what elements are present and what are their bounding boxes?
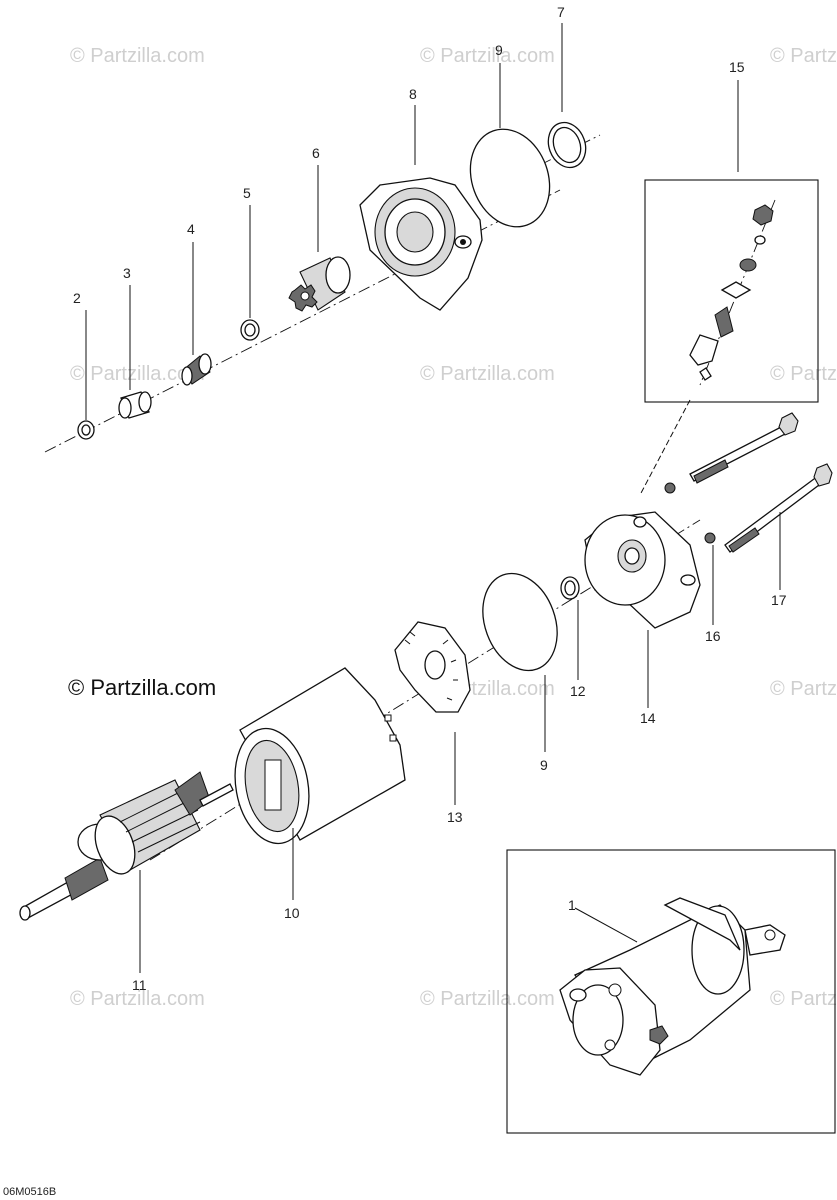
watermark-main: © Partzilla.com [68, 675, 216, 700]
part-15-detail-box [639, 179, 819, 496]
part-13-brush-plate [394, 621, 471, 713]
callout-17: 17 [771, 592, 787, 608]
watermark: © Partzilla.com [70, 45, 205, 67]
upper-assembly [44, 121, 601, 453]
callout-10: 10 [284, 905, 300, 921]
callout-14: 14 [640, 710, 656, 726]
drawing-code: 06M0516B [3, 1186, 56, 1198]
callout-13: 13 [447, 809, 463, 825]
part-8-drive-end-housing [359, 177, 483, 311]
watermark: © Partzilla.com [770, 363, 837, 385]
callout-6: 6 [312, 145, 320, 161]
callout-12: 12 [570, 683, 586, 699]
watermark: © Partzilla.com [770, 988, 837, 1010]
callout-16: 16 [705, 628, 721, 644]
watermark: © Partzilla.com [420, 45, 555, 67]
callout-9: 9 [495, 42, 503, 58]
watermark: © Partzilla.com [70, 988, 205, 1010]
part-10-yoke [234, 667, 406, 845]
part-2-washer [77, 420, 95, 440]
callout-5: 5 [243, 185, 251, 201]
part-12-washer [560, 576, 580, 600]
part-4-spring [181, 353, 212, 386]
part-5-snap-ring [240, 319, 260, 341]
part-9-o-ring [469, 128, 551, 228]
part-9-o-ring [482, 572, 558, 672]
middle-assembly [19, 412, 833, 921]
callout-3: 3 [123, 265, 131, 281]
callout-labels: 1 2 3 4 5 6 7 8 9 9 10 11 12 13 14 15 16… [73, 4, 787, 993]
callout-2: 2 [73, 290, 81, 306]
part-6-pinion-gear [288, 256, 351, 312]
part-17-through-bolt [689, 412, 833, 553]
part-11-armature [19, 771, 234, 921]
part-1-detail-box [506, 849, 836, 1134]
watermark: © Partzilla.com [420, 988, 555, 1010]
watermark: © Partzilla.com [770, 45, 837, 67]
part-3-bushing [118, 391, 152, 419]
part-7-seal [547, 121, 587, 169]
part-14-end-cover [584, 511, 701, 629]
callout-9: 9 [540, 757, 548, 773]
watermark: © Partzilla.com [420, 363, 555, 385]
callout-11: 11 [132, 977, 147, 993]
leader-lines [85, 23, 781, 973]
callout-4: 4 [187, 221, 195, 237]
part-16-lock-washer [664, 482, 716, 544]
callout-8: 8 [409, 86, 417, 102]
watermark: © Partzilla.com [770, 678, 837, 700]
callout-1: 1 [568, 897, 576, 913]
callout-15: 15 [729, 59, 745, 75]
watermark: © Partzilla.com [70, 363, 205, 385]
callout-7: 7 [557, 4, 565, 20]
